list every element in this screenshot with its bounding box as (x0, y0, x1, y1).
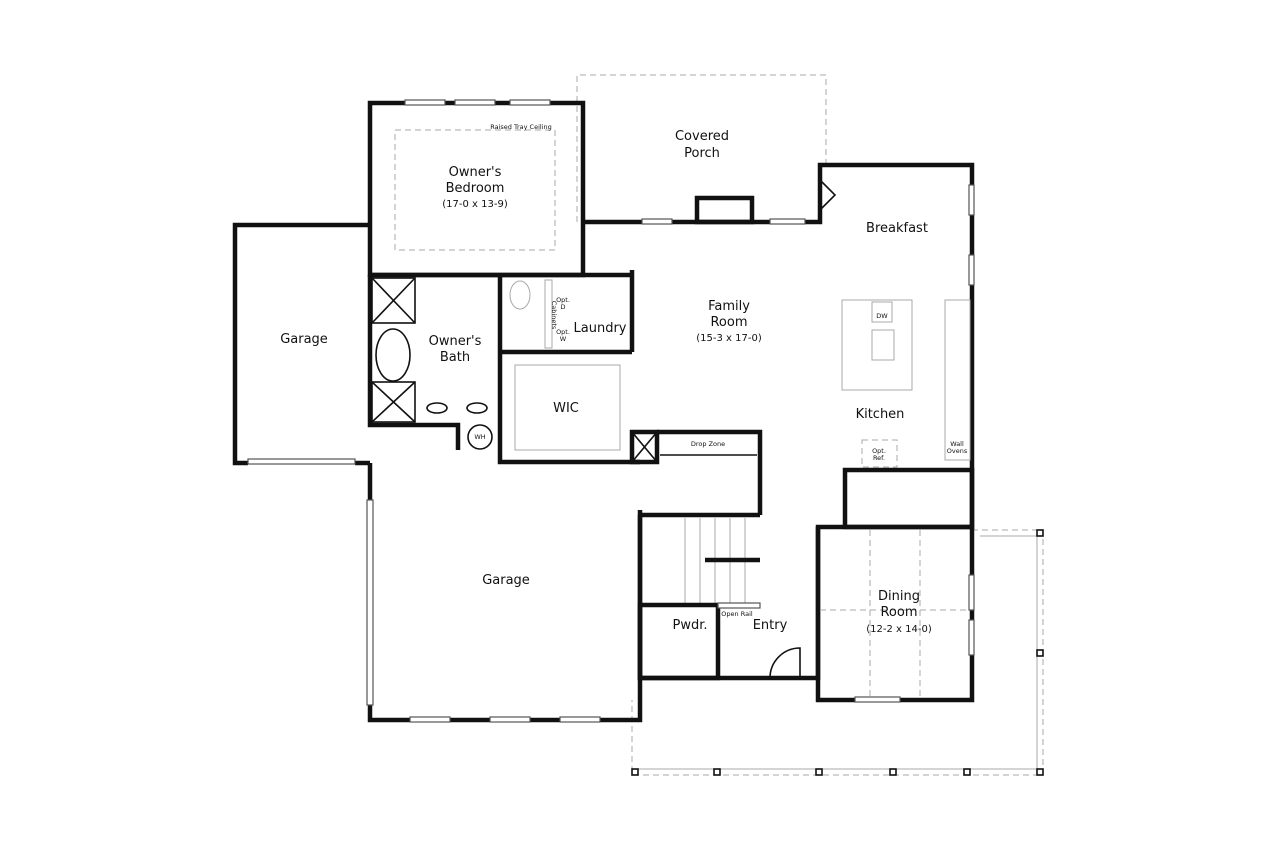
garage-upper-walls (232, 222, 370, 466)
family-room-label: Family (708, 299, 750, 314)
covered-porch-label: Covered (675, 129, 729, 144)
laundry-label: Laundry (574, 321, 627, 336)
owners-bedroom-size: (17-0 x 13-9) (442, 199, 508, 210)
wall-ovens-label: Wall (950, 440, 964, 448)
kitchen-label: Kitchen (856, 407, 905, 422)
covered-porch-label-2: Porch (684, 146, 720, 161)
dining-room-label: Dining (878, 589, 920, 604)
drop-zone-label: Drop Zone (691, 440, 725, 448)
garage-door-upper (247, 458, 356, 465)
owners-bath-label: Owner's (429, 334, 482, 349)
tray-ceiling-note: Raised Tray Ceiling (490, 123, 552, 131)
garage-main-label: Garage (482, 573, 530, 588)
owners-bath-label-2: Bath (440, 350, 470, 365)
family-room-label-2: Room (710, 315, 747, 330)
owners-bedroom-label: Owner's (449, 165, 502, 180)
cabinets-label: Cabinets (550, 301, 558, 330)
opt-ref-label: Opt. (872, 447, 886, 455)
dishwasher-label: DW (876, 312, 888, 320)
covered-porch-outline (576, 74, 827, 222)
wall-ovens-label-2: Ovens (947, 447, 968, 455)
kitchen-island (841, 299, 913, 391)
opt-ref-label-2: Ref. (873, 454, 885, 462)
garage-main-walls (367, 463, 643, 723)
opt-washer-label: Opt. (556, 328, 570, 336)
garage-upper-label: Garage (280, 332, 328, 347)
breakfast-label: Breakfast (866, 221, 928, 236)
dining-room-size: (12-2 x 14-0) (866, 624, 932, 635)
opt-dryer-label-2: D (560, 303, 565, 311)
powder-room-label: Pwdr. (672, 618, 707, 633)
open-rail-label: Open Rail (721, 610, 753, 618)
front-porch-outline (631, 529, 1044, 776)
family-room-size: (15-3 x 17-0) (696, 333, 762, 344)
opt-washer-label-2: W (560, 335, 567, 343)
wic-label: WIC (553, 401, 579, 416)
garage-door-main (366, 499, 374, 706)
owners-bedroom-label-2: Bedroom (446, 181, 505, 196)
fireplace (694, 195, 755, 225)
opt-dryer-label: Opt. (556, 296, 570, 304)
water-heater-label: WH (474, 433, 485, 441)
dining-room-label-2: Room (880, 605, 917, 620)
entry-label: Entry (753, 618, 788, 633)
